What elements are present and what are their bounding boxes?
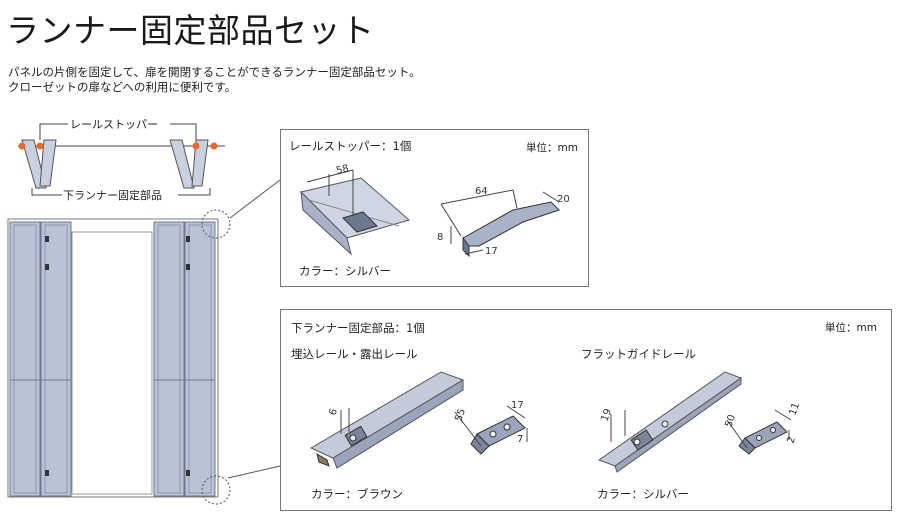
lower-unit: 単位：mm: [825, 322, 877, 334]
stopper-dim-64: 64: [475, 186, 488, 197]
overview-lower-label: 下ランナー固定部品: [63, 188, 162, 202]
stopper-part-drawing: 64 20 8 17: [437, 186, 570, 258]
stopper-detail-box: レールストッパー：1個 単位：mm 58 64 20 8 17 カラー：シルバー: [280, 129, 589, 287]
stopper-unit: 単位：mm: [526, 142, 578, 154]
lower-right-color: カラー：シルバー: [597, 487, 689, 501]
lower-runner-detail-box: 下ランナー固定部品：1個 単位：mm 埋込レール・露出レール フラットガイドレー…: [280, 309, 892, 511]
stopper-dim-17: 17: [485, 246, 498, 257]
stopper-dim-58: 58: [335, 163, 350, 177]
description: パネルの片側を固定して、扉を開閉することができるランナー固定部品セット。 クロー…: [8, 65, 421, 95]
stopper-dim-20: 20: [557, 194, 570, 205]
stopper-color: カラー：シルバー: [299, 264, 391, 278]
lower-left-dim-17: 17: [511, 400, 524, 411]
stopper-dot: [192, 142, 200, 150]
closet-door-illustration: [7, 179, 281, 505]
lower-title: 下ランナー固定部品：1個: [291, 321, 425, 335]
lower-left-dim-6: 6: [327, 407, 340, 417]
lower-left-dim-55: 55: [453, 407, 468, 423]
lower-left-dim-7: 7: [517, 434, 523, 445]
lower-right-dim-11: 11: [787, 401, 802, 417]
stopper-dot: [36, 142, 44, 150]
description-line-1: パネルの片側を固定して、扉を開閉することができるランナー固定部品セット。: [8, 65, 421, 79]
top-schematic: レールストッパー 下ランナー固定部品: [18, 118, 225, 202]
lower-right-subtitle: フラットガイドレール: [581, 347, 696, 361]
lower-left-color: カラー：ブラウン: [311, 487, 403, 501]
lower-right-dim-19: 19: [599, 407, 614, 423]
description-line-2: クローゼットの扉などへの利用に便利です。: [8, 80, 237, 94]
stopper-dot: [210, 142, 218, 150]
overview-stopper-label: レールストッパー: [70, 118, 158, 131]
lower-left-subtitle: 埋込レール・露出レール: [291, 347, 418, 361]
stopper-rail-drawing: 58: [300, 163, 411, 256]
stopper-title: レールストッパー：1個: [289, 139, 412, 153]
lower-right-dim-2: 2: [785, 435, 798, 445]
stopper-dot: [18, 142, 26, 150]
lower-right-dim-50: 50: [723, 413, 738, 429]
lower-left-drawing: 6 55 17 7: [309, 371, 528, 469]
overview-diagram: レールストッパー 下ランナー固定部品: [7, 118, 281, 505]
stopper-dim-8: 8: [437, 232, 443, 243]
page-title: ランナー固定部品セット: [6, 11, 375, 50]
lower-right-drawing: 19 50 11 2: [597, 371, 802, 473]
